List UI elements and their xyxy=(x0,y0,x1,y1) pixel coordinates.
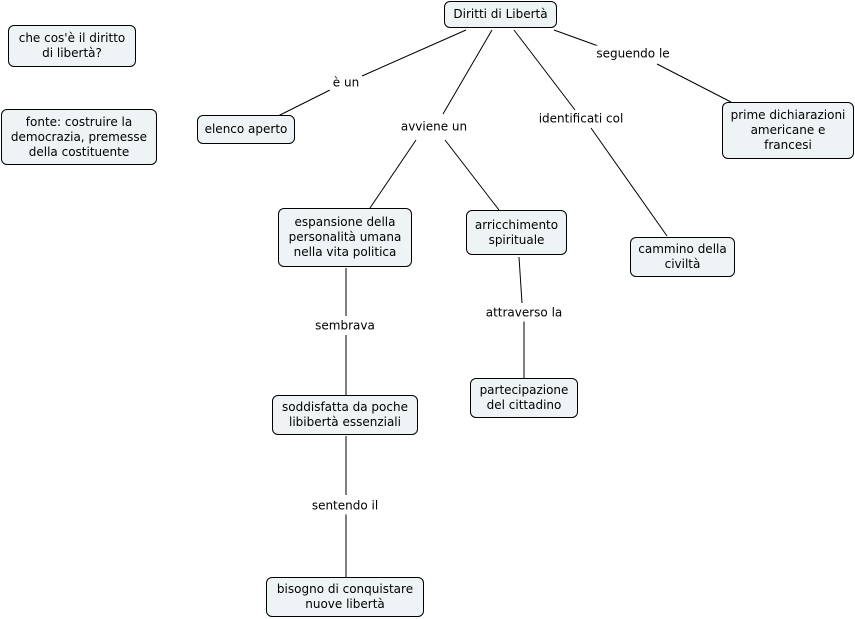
connector-avviene-un-to-spiritual xyxy=(444,139,500,211)
connector-spiritual-to-attraverso-la xyxy=(518,256,523,304)
connector-root-to-seguendo-le xyxy=(553,29,602,48)
link-label-e-un: è un xyxy=(329,74,363,92)
connector-avviene-un-to-personality xyxy=(369,139,417,209)
connector-root-to-identificati-col xyxy=(513,29,576,111)
link-label-sembrava: sembrava xyxy=(312,317,378,335)
node-partecipazione-cittadino[interactable]: partecipazione del cittadino xyxy=(470,378,578,418)
node-espansione-personalita[interactable]: espansione della personalità umana nella… xyxy=(278,208,412,267)
node-arricchimento-spirituale[interactable]: arricchimento spirituale xyxy=(466,210,567,255)
node-source[interactable]: fonte: costruire la democrazia, premesse… xyxy=(1,109,157,165)
link-label-avviene-un: avviene un xyxy=(397,118,471,136)
node-cammino-civilta[interactable]: cammino della civiltà xyxy=(630,237,735,277)
connector-e-un-to-open-list xyxy=(277,89,331,117)
connector-identificati-col-to-civilization xyxy=(590,127,668,237)
node-soddisfatta-liberta[interactable]: soddisfatta da poche libibertà essenzial… xyxy=(272,395,418,435)
node-prime-dichiarazioni[interactable]: prime dichiarazioni americane e francesi xyxy=(722,102,854,159)
link-label-attraverso-la: attraverso la xyxy=(482,304,566,322)
node-elenco-aperto[interactable]: elenco aperto xyxy=(197,115,295,144)
link-label-sentendo-il: sentendo il xyxy=(308,497,382,515)
link-label-seguendo-le: seguendo le xyxy=(593,45,673,63)
connector-root-to-e-un xyxy=(361,29,467,77)
node-conquistare-nuove-liberta[interactable]: bisogno di conquistare nuove libertà xyxy=(266,577,424,617)
connector-root-to-avviene-un xyxy=(442,29,493,115)
node-question[interactable]: che cos'è il diritto di libertà? xyxy=(8,25,136,67)
connector-seguendo-le-to-declarations xyxy=(656,63,732,103)
node-diritti-di-liberta[interactable]: Diritti di Libertà xyxy=(444,1,557,28)
link-label-identificati-col: identificati col xyxy=(535,110,627,128)
